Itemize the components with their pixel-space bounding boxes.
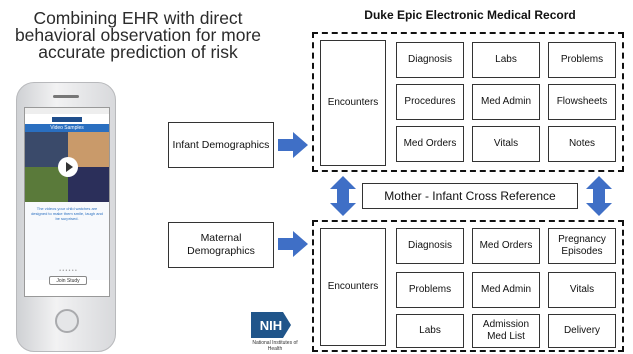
maternal-cell-diagnosis: Diagnosis [396, 228, 464, 264]
maternal-cell-problems: Problems [396, 272, 464, 308]
page-dots: • • • • • • [59, 268, 77, 274]
arrow-right-icon [278, 132, 308, 158]
mother-infant-cross-reference: Mother - Infant Cross Reference [362, 183, 578, 209]
infant-cell-med-orders: Med Orders [396, 126, 464, 162]
infant-ehr-group [312, 32, 624, 172]
infant-cell-labs: Labs [472, 42, 540, 78]
maternal-demographics-box: Maternal Demographics [168, 222, 274, 268]
duke-logo-icon [52, 116, 82, 122]
maternal-cell-vitals: Vitals [548, 272, 616, 308]
app-header [25, 114, 109, 124]
nih-logo-text: National Institutes of Health [252, 340, 298, 352]
infant-cell-procedures: Procedures [396, 84, 464, 120]
infant-cell-diagnosis: Diagnosis [396, 42, 464, 78]
arrow-up-down-icon [330, 176, 356, 216]
infant-encounters-box: Encounters [320, 40, 386, 166]
infant-cell-notes: Notes [548, 126, 616, 162]
maternal-cell-med-admin: Med Admin [472, 272, 540, 308]
arrow-up-down-icon [586, 176, 612, 216]
maternal-cell-admission-med-list: Admission Med List [472, 314, 540, 348]
home-button [55, 309, 79, 333]
infant-cell-problems: Problems [548, 42, 616, 78]
play-icon[interactable] [58, 157, 78, 177]
join-study-button[interactable]: Join Study [49, 276, 87, 285]
nih-logo-badge: NIH [251, 312, 291, 338]
phone-mockup: Video Samples The videos your child watc… [16, 82, 116, 352]
video-thumbnails [25, 132, 109, 202]
title-line-2: behavioral observation for more [14, 25, 262, 45]
arrow-right-icon [278, 231, 308, 257]
maternal-cell-med-orders: Med Orders [472, 228, 540, 264]
maternal-cell-labs: Labs [396, 314, 464, 348]
video-caption: The videos your child watches are design… [25, 202, 109, 280]
phone-screen: Video Samples The videos your child watc… [24, 107, 110, 297]
title-line-1: Combining EHR with direct [33, 8, 243, 28]
nih-logo: NIH National Institutes of Health [245, 312, 305, 352]
title-line-3: accurate prediction of risk [38, 42, 238, 62]
phone-speaker [53, 95, 79, 98]
maternal-encounters-box: Encounters [320, 228, 386, 346]
infant-cell-vitals: Vitals [472, 126, 540, 162]
maternal-cell-delivery: Delivery [548, 314, 616, 348]
maternal-cell-pregnancy-episodes: Pregnancy Episodes [548, 228, 616, 264]
video-samples-header: Video Samples [25, 124, 109, 132]
phone-status-bar [25, 108, 109, 114]
maternal-ehr-group [312, 220, 624, 352]
slide-title: Combining EHR with direct behavioral obs… [4, 8, 272, 62]
infant-cell-flowsheets: Flowsheets [548, 84, 616, 120]
ehr-title: Duke Epic Electronic Medical Record [364, 8, 576, 22]
infant-demographics-box: Infant Demographics [168, 122, 274, 168]
infant-cell-med-admin: Med Admin [472, 84, 540, 120]
